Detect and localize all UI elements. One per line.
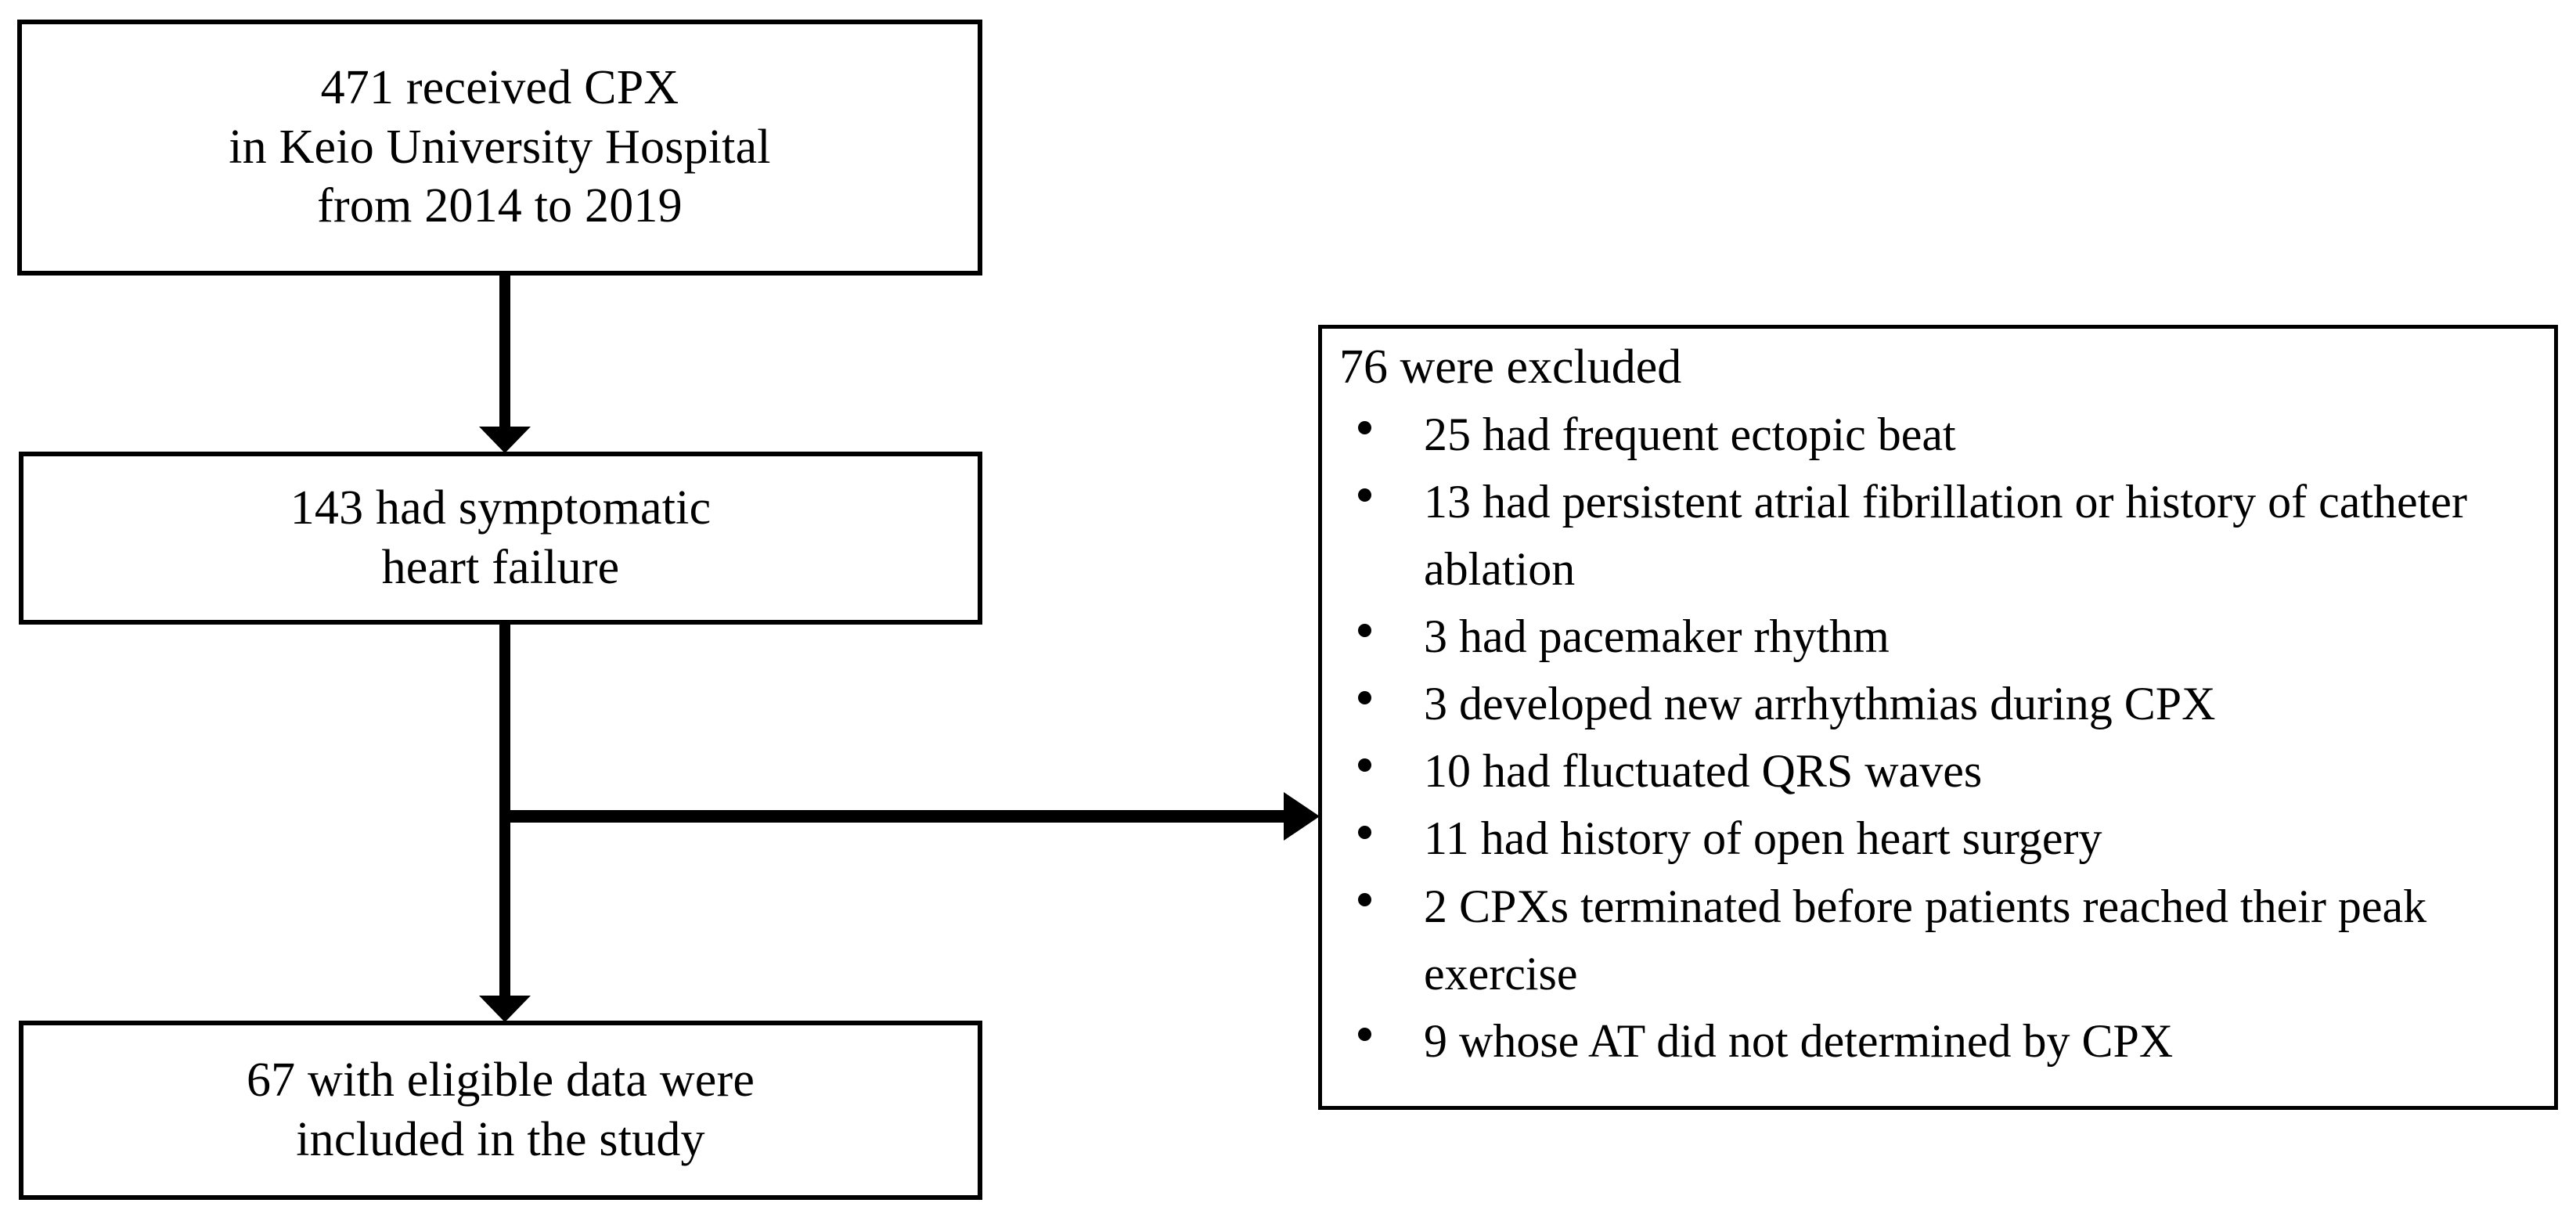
- node-symptomatic-line-2: heart failure: [381, 540, 620, 594]
- arrowhead-down-icon: [479, 996, 531, 1022]
- node-symptomatic-heart-failure: 143 had symptomatic heart failure: [19, 452, 982, 625]
- node-received-line-3: from 2014 to 2019: [317, 179, 683, 233]
- node-received-line-2: in Keio University Hospital: [229, 120, 771, 174]
- list-item: 10 had fluctuated QRS waves: [1336, 737, 2546, 805]
- arrowhead-down-icon: [479, 427, 531, 453]
- node-received-cpx: 471 received CPX in Keio University Hosp…: [17, 20, 982, 276]
- exclusion-reason-text: 11 had history of open heart surgery: [1424, 812, 2102, 865]
- node-exclusion-panel: 76 were excluded 25 had frequent ectopic…: [1318, 325, 2558, 1110]
- connector-to-excluded: [505, 810, 1290, 823]
- exclusion-reason-text: 9 whose AT did not determined by CPX: [1424, 1014, 2174, 1067]
- exclusion-reason-text: 2 CPXs terminated before patients reache…: [1424, 880, 2427, 999]
- bullet-icon: [1358, 825, 1371, 839]
- bullet-icon: [1358, 892, 1371, 906]
- node-included-line-1: 67 with eligible data were: [246, 1053, 755, 1107]
- exclusion-reason-text: 13 had persistent atrial fibrillation or…: [1424, 476, 2467, 596]
- exclusion-reason-list: 25 had frequent ectopic beat 13 had pers…: [1336, 401, 2546, 1075]
- node-included-in-study: 67 with eligible data were included in t…: [19, 1021, 982, 1200]
- list-item: 2 CPXs terminated before patients reache…: [1336, 873, 2546, 1007]
- exclusion-reason-text: 10 had fluctuated QRS waves: [1424, 745, 1983, 798]
- exclusion-title: 76 were excluded: [1339, 340, 1682, 394]
- bullet-icon: [1358, 758, 1371, 772]
- list-item: 13 had persistent atrial fibrillation or…: [1336, 468, 2546, 603]
- bullet-icon: [1358, 421, 1371, 435]
- bullet-icon: [1358, 690, 1371, 704]
- exclusion-reason-text: 25 had frequent ectopic beat: [1424, 408, 1956, 460]
- exclusion-reason-text: 3 had pacemaker rhythm: [1424, 610, 1890, 663]
- bullet-icon: [1358, 488, 1371, 502]
- list-item: 9 whose AT did not determined by CPX: [1336, 1007, 2546, 1075]
- list-item: 11 had history of open heart surgery: [1336, 805, 2546, 872]
- list-item: 25 had frequent ectopic beat: [1336, 401, 2546, 468]
- node-symptomatic-line-1: 143 had symptomatic: [290, 481, 712, 535]
- list-item: 3 developed new arrhythmias during CPX: [1336, 670, 2546, 737]
- node-included-line-2: included in the study: [296, 1112, 705, 1166]
- bullet-icon: [1358, 623, 1371, 637]
- arrowhead-right-icon: [1284, 792, 1320, 841]
- bullet-icon: [1358, 1028, 1371, 1042]
- list-item: 3 had pacemaker rhythm: [1336, 603, 2546, 670]
- exclusion-reason-text: 3 developed new arrhythmias during CPX: [1424, 678, 2216, 730]
- connector-received-to-symptomatic: [499, 276, 510, 430]
- node-received-line-1: 471 received CPX: [320, 61, 679, 115]
